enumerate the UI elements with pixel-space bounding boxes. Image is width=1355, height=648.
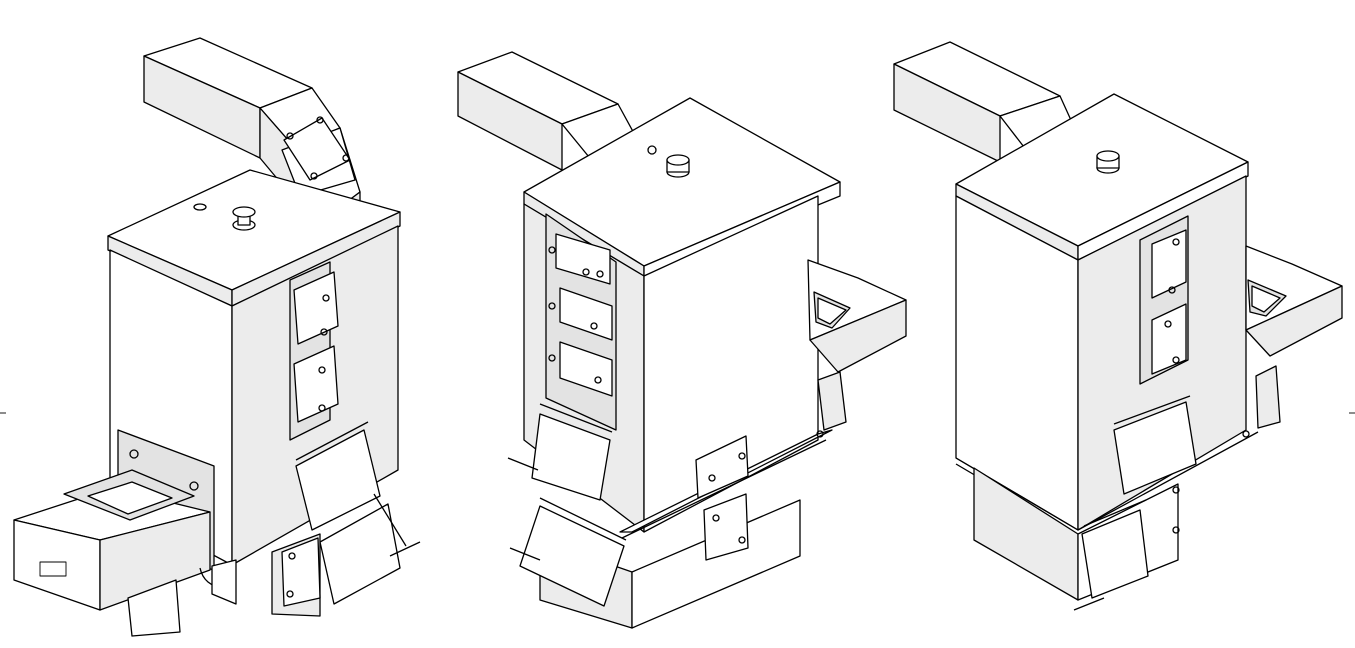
wing-nut-icon [322, 294, 330, 302]
wing-nut-icon [1172, 526, 1180, 534]
inspection-door-lower [1151, 303, 1187, 375]
hinge-icon [548, 302, 556, 310]
wing-nut-icon [342, 154, 350, 162]
ash-door-flap-upper [1113, 395, 1197, 495]
wing-nut-icon [738, 452, 746, 460]
inspection-door-lower [293, 345, 339, 423]
top-port-small [647, 145, 657, 155]
inspection-plate [283, 117, 351, 181]
clamp-knob-icon [189, 481, 199, 491]
wing-nut-icon [1172, 486, 1180, 494]
inspection-door-2 [559, 287, 613, 341]
ash-door-flap-lower [319, 493, 421, 605]
ash-door-flap-upper [295, 421, 381, 531]
wing-nut-icon [310, 172, 318, 180]
inspection-door-upper [293, 271, 339, 345]
inspection-door-3 [559, 341, 613, 397]
wing-nut-icon [286, 590, 294, 598]
wing-nut-icon [320, 328, 328, 336]
boiler-view-middle [457, 51, 907, 629]
wing-nut-icon [316, 116, 324, 124]
rail-bolt [1242, 430, 1250, 438]
wing-nut-icon [286, 132, 294, 140]
wing-nut-icon [582, 268, 590, 276]
feeder-opening [87, 481, 173, 515]
rail-bolt [816, 430, 824, 438]
wing-nut-icon [596, 270, 604, 278]
lower-access-door [703, 493, 749, 561]
boiler-view-right [893, 41, 1343, 611]
wing-nut-icon [288, 552, 296, 560]
boiler-view-left [13, 37, 421, 637]
top-port-small [193, 203, 207, 211]
wing-nut-icon [318, 366, 326, 374]
fuel-feeder-chute [1245, 245, 1343, 429]
ash-door-flap-lower [509, 497, 627, 607]
ash-door-flap-lower [1073, 499, 1149, 611]
wing-nut-icon [590, 322, 598, 330]
boiler-body [955, 93, 1249, 531]
fuel-feeder-chute [807, 259, 907, 431]
ash-door-flap-upper [507, 403, 613, 501]
wing-nut-icon [318, 404, 326, 412]
inspection-door-1 [555, 233, 611, 285]
front-access-door [695, 435, 749, 499]
wing-nut-icon [1168, 286, 1176, 294]
wing-nut-icon [1172, 238, 1180, 246]
support-leg-plate [127, 579, 181, 637]
wing-nut-icon [594, 376, 602, 384]
fuel-feeder-drawer [13, 429, 225, 637]
wing-nut-icon [738, 536, 746, 544]
wing-nut-icon [1164, 320, 1172, 328]
feeder-opening [817, 297, 847, 325]
feeder-opening [1251, 285, 1281, 313]
hinge-icon [548, 246, 556, 254]
clamp-knob-icon [129, 449, 139, 459]
wing-nut-icon [708, 474, 716, 482]
wing-nut-icon [712, 514, 720, 522]
inspection-door-upper [1151, 229, 1187, 299]
hinge-icon [548, 354, 556, 362]
wing-nut-icon [1172, 356, 1180, 364]
